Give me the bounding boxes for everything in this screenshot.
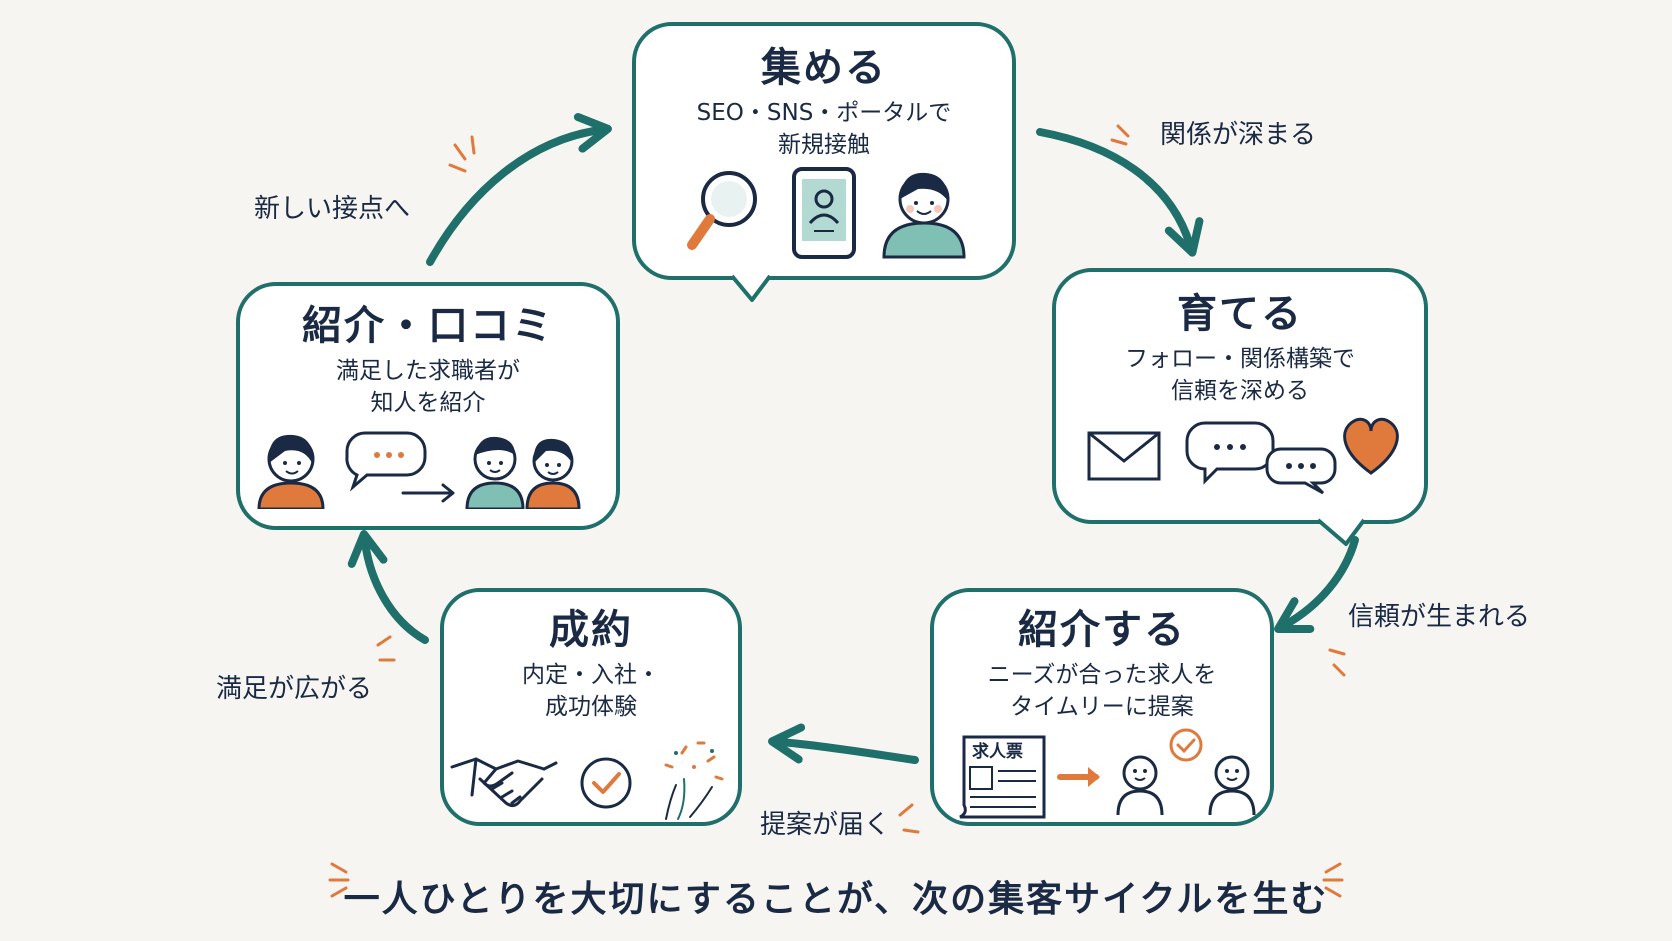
node-nurture: 育てる フォロー・関係構築で 信頼を深める [1052,268,1428,524]
envelope-icon [1087,431,1161,481]
confetti-icon [664,741,724,821]
chat-bubbles-icon [1185,421,1337,495]
node-contract: 成約 内定・入社・ 成功体験 [440,588,742,826]
node-nurture-desc: フォロー・関係構築で 信頼を深める [1125,346,1355,404]
handshake-icon [450,757,558,808]
node-gather-desc: SEO・SNS・ポータルで 新規接触 [696,100,952,158]
node-referral-icons [257,431,581,511]
label-contract-to-referral: 満足が広がる [216,674,373,704]
node-gather-tail [730,274,772,302]
node-gather-icons [687,167,966,260]
magnifier-icon [687,171,757,251]
node-gather-title: 集める [761,45,887,91]
speech-bubble-icon [345,431,455,503]
node-introduce-title: 紹介する [1018,607,1186,653]
matching-people-icon [1116,728,1256,816]
node-referral-title: 紹介・口コミ [302,303,554,349]
arrow-contract-to-referral [347,530,429,644]
node-gather: 集める SEO・SNS・ポータルで 新規接触 [632,22,1016,280]
label-nurture-to-introduce: 信頼が生まれる [1348,602,1531,632]
footer-tagline: 一人ひとりを大切にすることが、次の集客サイクルを生む [343,879,1329,920]
node-introduce: 紹介する ニーズが合った求人を タイムリーに提案 求人票 [930,588,1274,826]
node-introduce-desc: ニーズが合った求人を タイムリーに提案 [987,662,1217,720]
arrow-introduce-to-contract [768,723,919,764]
friends-icon [465,437,581,511]
node-contract-title: 成約 [549,607,633,653]
arrow-nurture-to-introduce [1274,536,1359,633]
job-sheet-icon: 求人票 [959,735,1046,819]
arrow-gather-to-nurture [1036,128,1204,257]
person-icon [257,435,325,511]
node-nurture-tail [1316,518,1366,546]
check-icon [580,757,632,809]
node-nurture-title: 育てる [1177,291,1303,337]
smartphone-icon [792,167,856,260]
job-sheet-label: 求人票 [972,741,1023,762]
node-introduce-icons: 求人票 [959,728,1256,819]
heart-icon [1343,418,1399,476]
node-contract-desc: 内定・入社・ 成功体験 [522,662,660,720]
node-referral-desc: 満足した求職者が 知人を紹介 [336,358,520,416]
arrow-referral-to-gather [426,113,612,266]
label-gather-to-nurture: 関係が深まる [1160,120,1317,150]
label-referral-to-gather: 新しい接点へ [254,194,411,224]
arrow-icon [1057,767,1100,788]
node-nurture-icons [1087,418,1399,495]
label-introduce-to-contract: 提案が届く [760,810,891,840]
node-contract-icons [450,741,724,821]
node-referral: 紹介・口コミ 満足した求職者が 知人を紹介 [236,282,620,530]
person-icon [882,173,966,259]
